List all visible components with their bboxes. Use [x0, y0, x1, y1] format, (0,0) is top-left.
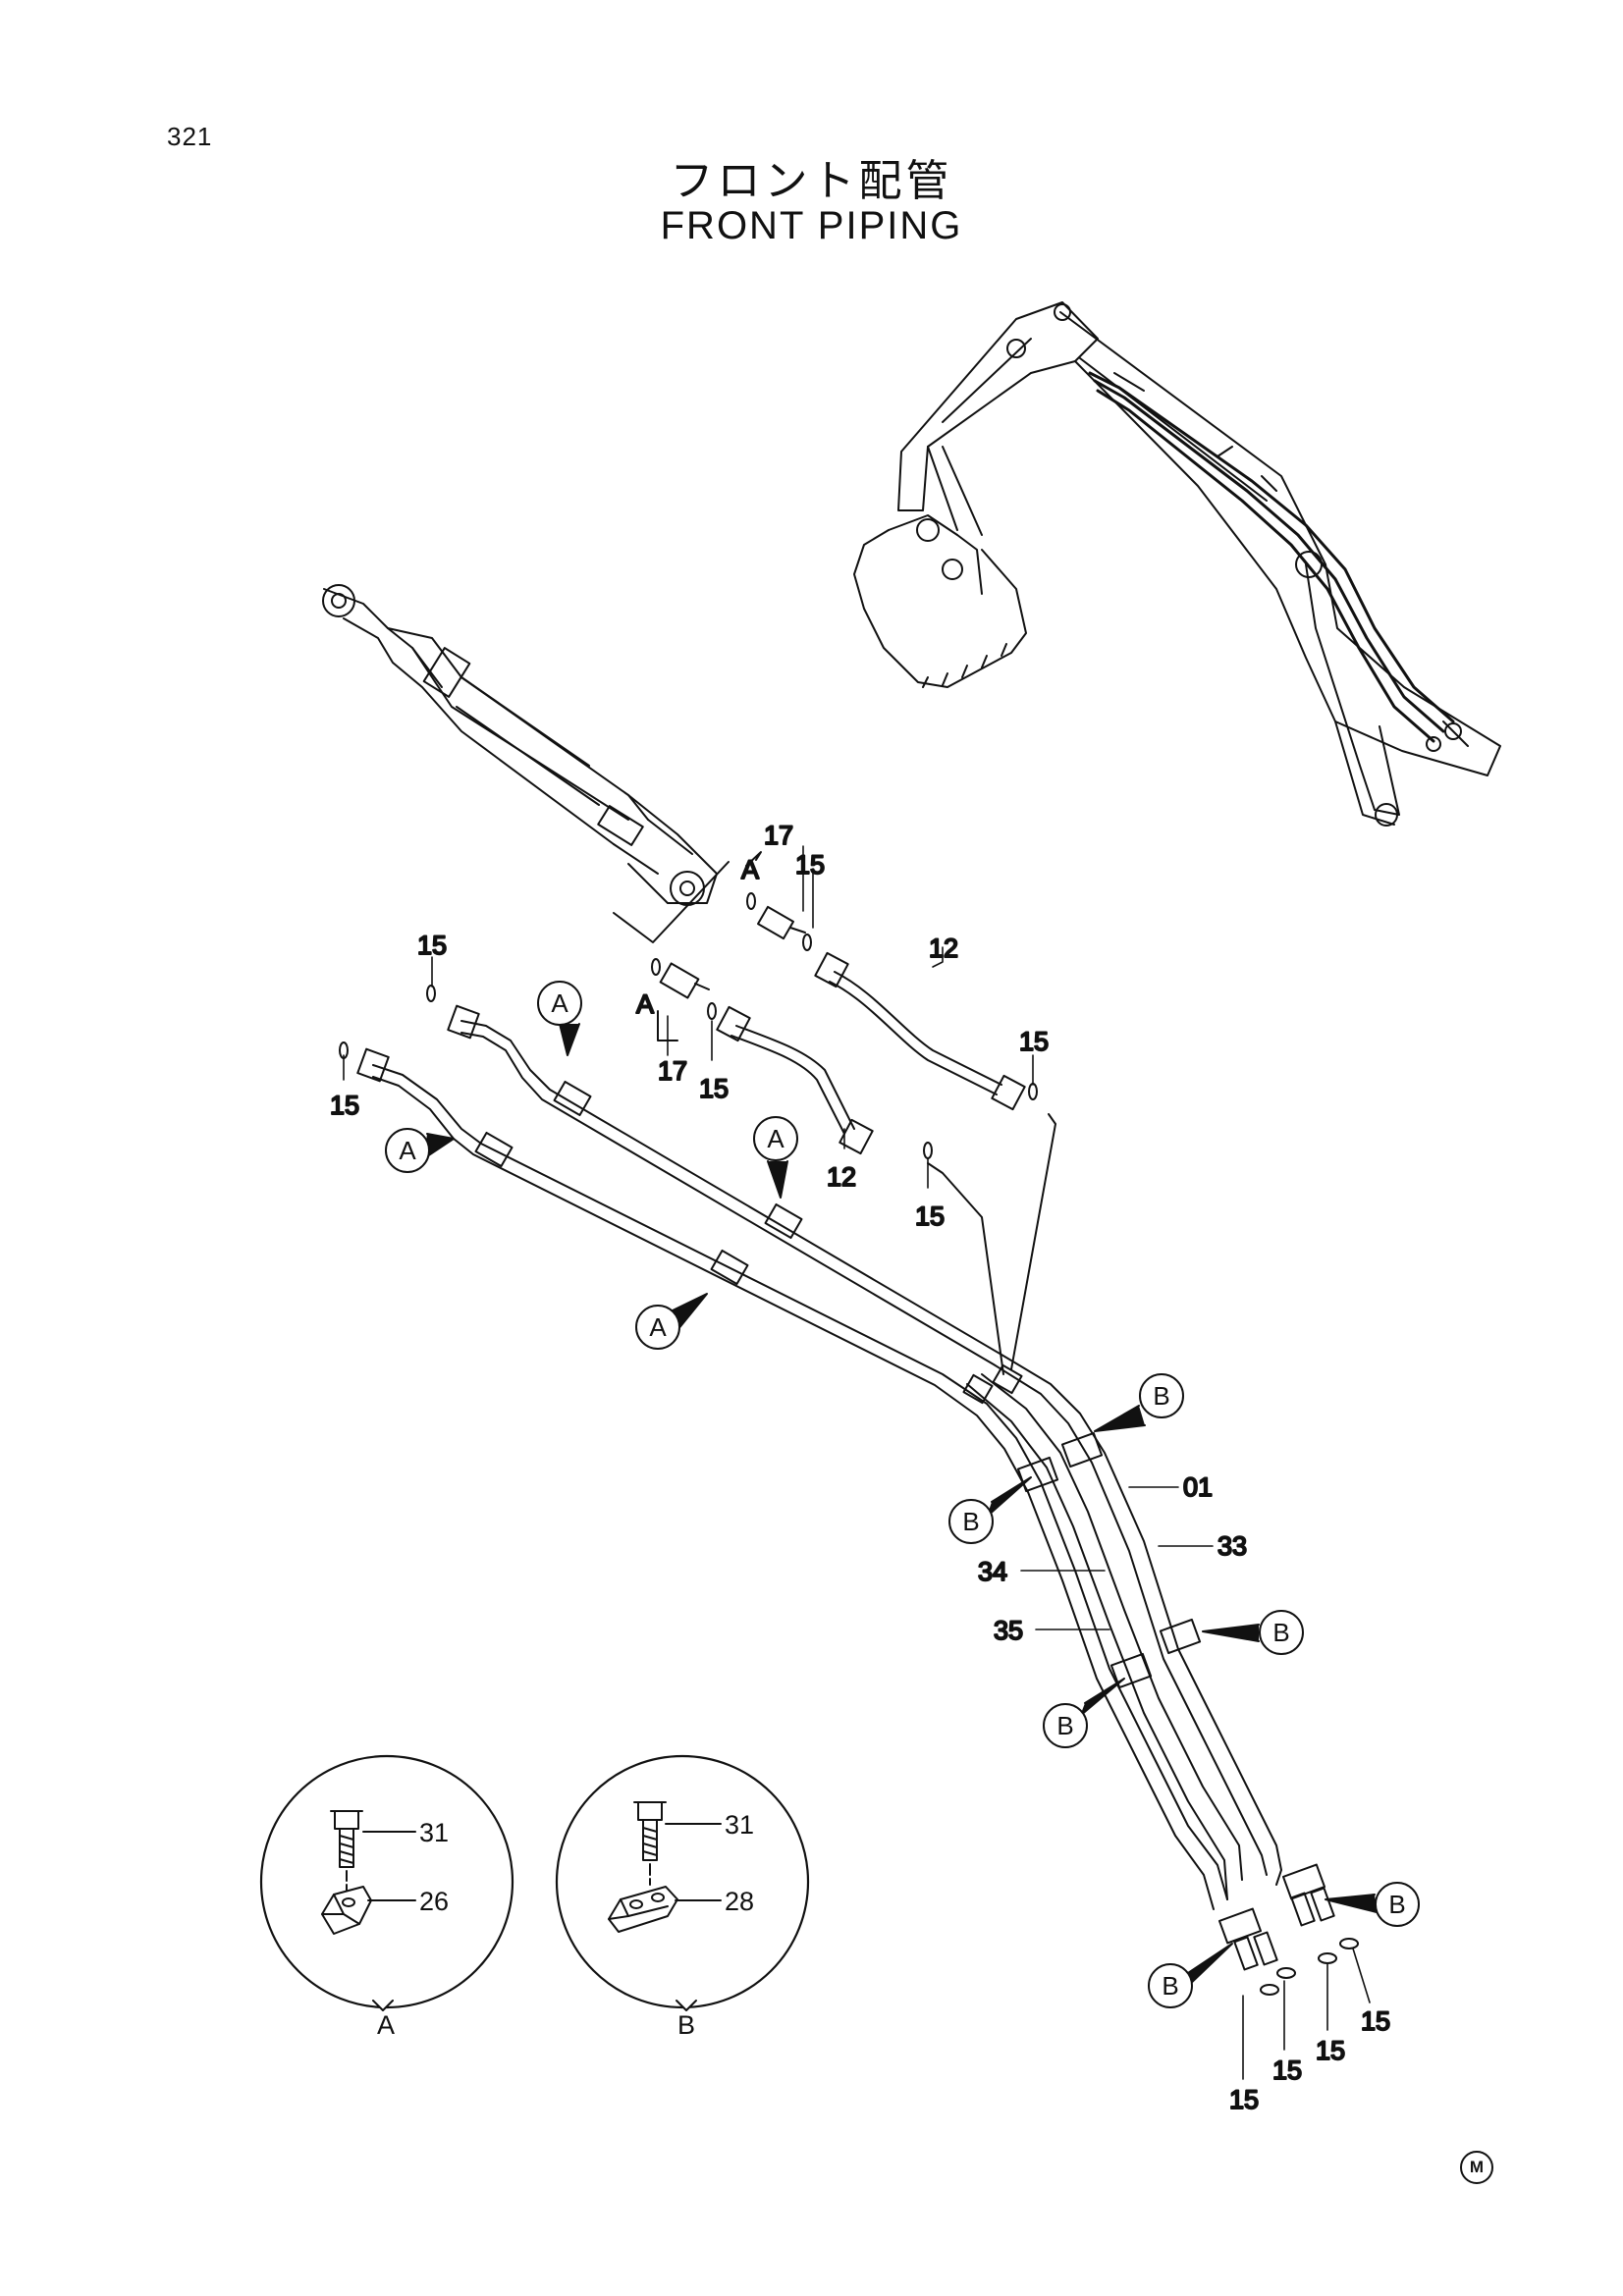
detail-view-b: 31 28 B [555, 1754, 810, 2040]
page-number: 321 [167, 122, 213, 151]
label-seal-15-j: 15 [1361, 2006, 1390, 2036]
part-number-labels: 12 12 17 17 A A 15 15 15 15 15 15 15 15 … [329, 820, 1391, 2115]
callout-b-2: B [948, 1476, 1032, 1544]
label-fitting-17-mid: 17 [658, 1056, 687, 1086]
svg-text:A: A [649, 1312, 667, 1342]
label-pipe-01: 01 [1183, 1472, 1213, 1502]
leader-lines [343, 845, 1371, 2080]
detail-a-bolt-label: 31 [419, 1818, 449, 1847]
svg-text:A: A [767, 1124, 784, 1153]
svg-text:B: B [1162, 1971, 1178, 2001]
label-seal-15-d: 15 [699, 1074, 729, 1103]
label-seal-15-h: 15 [1272, 2056, 1302, 2085]
label-seal-15-i: 15 [1316, 2036, 1345, 2065]
svg-text:B: B [1056, 1711, 1073, 1740]
svg-text:B: B [1153, 1381, 1169, 1411]
detail-b-caption: B [677, 2010, 695, 2040]
label-fitting-17-top: 17 [764, 821, 793, 850]
callout-a-3: A [753, 1116, 798, 1199]
excavator-overview-illustration [853, 301, 1501, 827]
detail-view-a: 31 26 A [259, 1754, 514, 2040]
label-seal-15-g: 15 [1229, 2085, 1259, 2114]
callout-bubbles-a: A A A A [385, 981, 798, 1350]
label-seal-15-b: 15 [417, 931, 447, 960]
detail-a-caption: A [377, 2010, 395, 2040]
detail-b-clamp-label: 28 [725, 1887, 754, 1916]
boom-cylinder-illustration [322, 584, 718, 906]
label-hose-12-lower: 12 [827, 1162, 856, 1192]
callout-bubbles-b: B B B B B [948, 1373, 1420, 2008]
callout-a-4: A [635, 1293, 708, 1350]
label-hose-12: 12 [929, 934, 958, 963]
detail-a-clamp-label: 26 [419, 1887, 449, 1916]
label-pipe-34: 34 [978, 1557, 1007, 1586]
callout-b-1: B [1094, 1373, 1184, 1432]
title-english: FRONT PIPING [660, 204, 963, 247]
detail-b-bolt-label: 31 [725, 1810, 754, 1840]
svg-text:A: A [399, 1136, 416, 1165]
callout-b-3: B [1202, 1610, 1304, 1655]
label-seal-15-e: 15 [1019, 1027, 1049, 1056]
callout-b-6: B [1148, 1943, 1233, 2008]
footer-mark: M [1460, 2151, 1493, 2184]
label-pipe-33: 33 [1217, 1531, 1247, 1561]
callout-b-5: B [1325, 1882, 1420, 1927]
title-japanese: フロント配管 [670, 156, 953, 206]
label-ref-a-top: A [741, 855, 759, 884]
svg-text:B: B [962, 1507, 979, 1536]
callout-b-4: B [1043, 1678, 1125, 1748]
hose-and-fittings-illustration [339, 851, 1056, 1375]
label-pipe-35: 35 [994, 1616, 1023, 1645]
callout-a-2: A [385, 1128, 455, 1173]
label-seal-15-a: 15 [795, 850, 825, 880]
svg-text:B: B [1388, 1890, 1405, 1919]
callout-a-1: A [537, 981, 582, 1056]
svg-text:A: A [551, 988, 568, 1018]
label-seal-15-f: 15 [915, 1201, 945, 1231]
label-ref-a-mid: A [636, 989, 654, 1019]
svg-text:B: B [1272, 1618, 1289, 1647]
main-pipes-illustration [356, 1004, 1359, 1996]
label-seal-15-c: 15 [330, 1091, 359, 1120]
